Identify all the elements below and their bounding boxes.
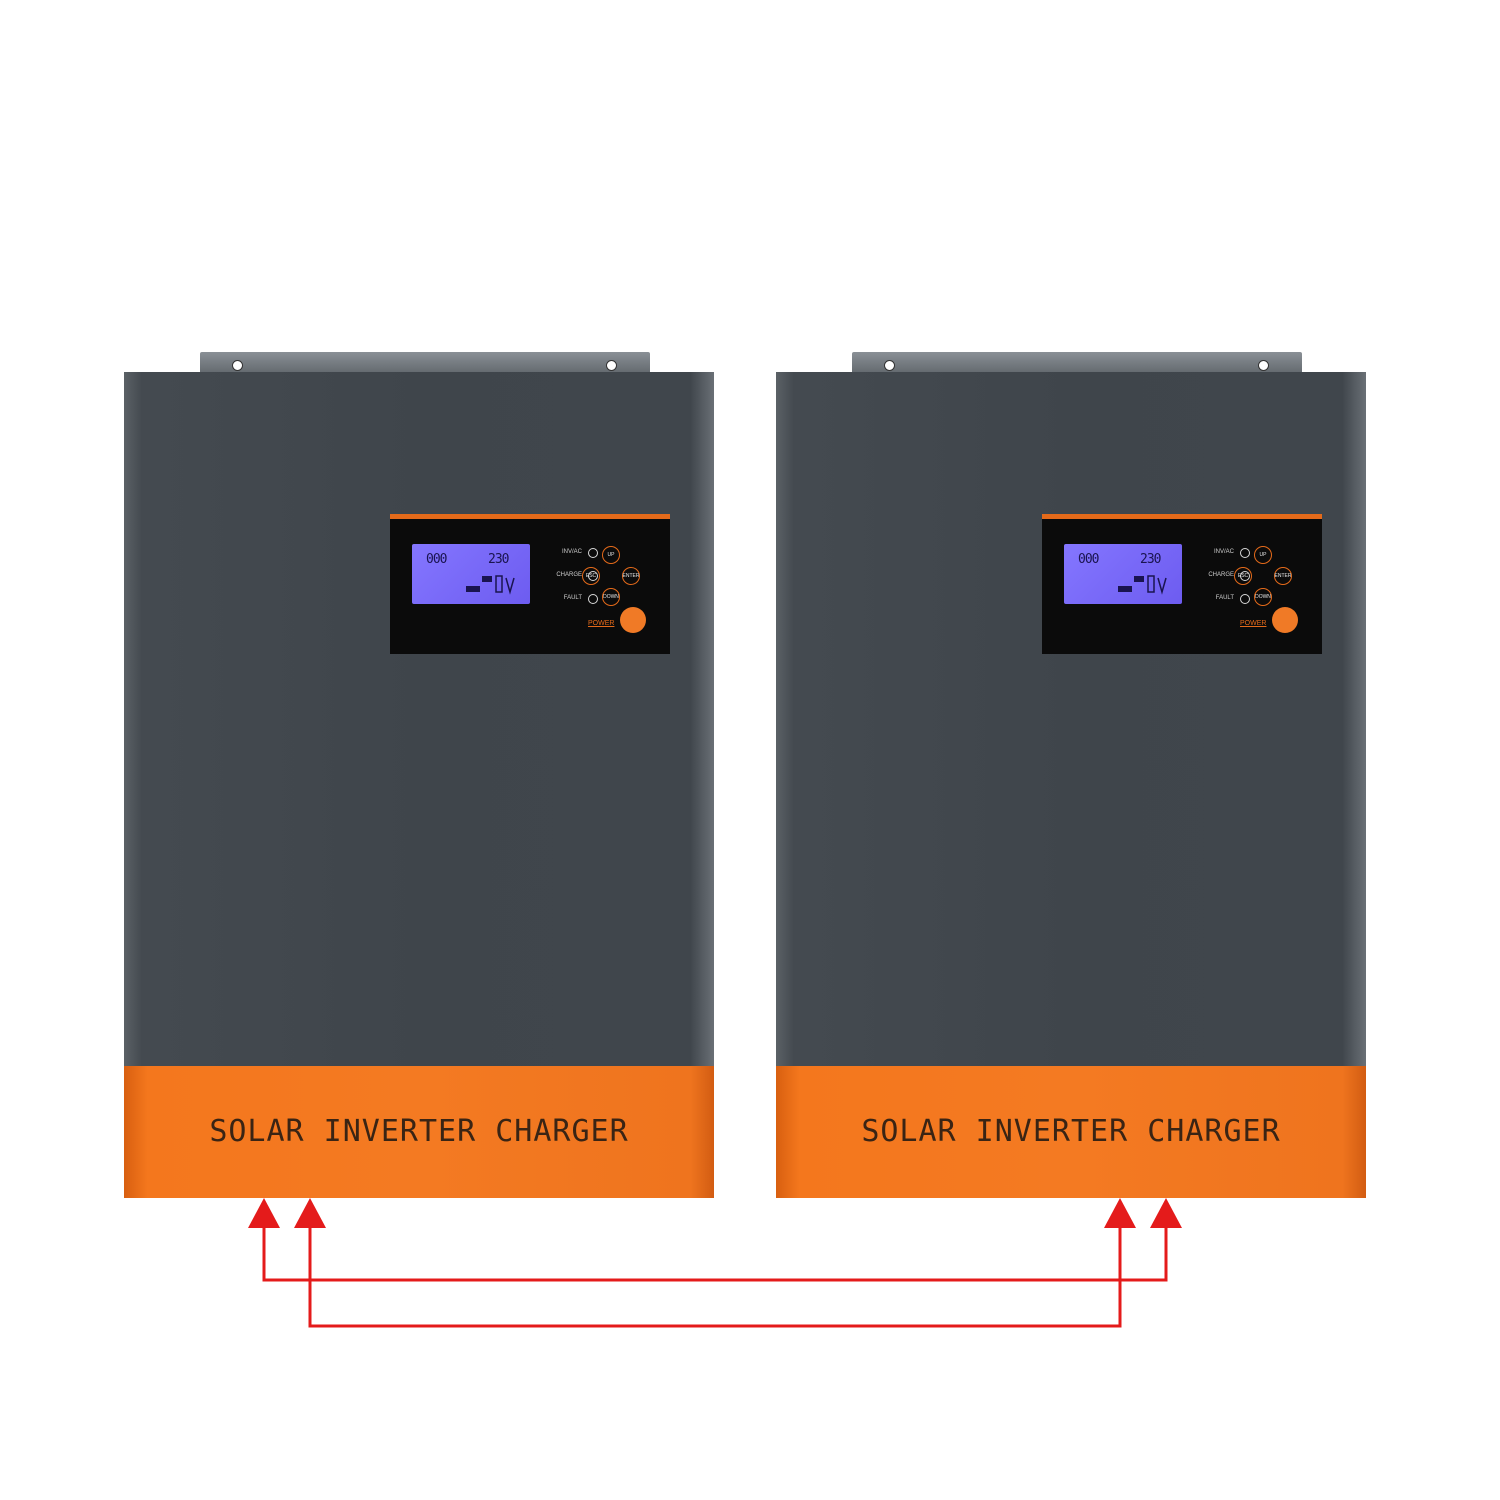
- fault-led-icon: [588, 594, 598, 604]
- lcd-output-value: 230: [488, 552, 510, 567]
- power-label: POWER: [1240, 620, 1267, 627]
- inverter-unit-left: 000 230 INV/AC CHARGE FAULT UP ESC ENTER…: [124, 352, 714, 1198]
- lcd-input-value: 000: [1078, 552, 1100, 567]
- led-label-inv-ac: INV/AC: [561, 549, 582, 555]
- mounting-hole: [232, 360, 243, 371]
- mounting-hole: [1258, 360, 1269, 371]
- fault-led-icon: [1240, 594, 1250, 604]
- mounting-hole: [884, 360, 895, 371]
- inv-ac-led-icon: [588, 548, 598, 558]
- product-label: SOLAR INVERTER CHARGER: [209, 1114, 629, 1149]
- power-button[interactable]: [1272, 607, 1298, 633]
- led-label-charge: CHARGE: [1208, 572, 1234, 578]
- down-button[interactable]: DOWN: [602, 588, 620, 606]
- power-label: POWER: [588, 620, 615, 627]
- arrow-up-icon: [1150, 1198, 1182, 1228]
- arrow-up-icon: [294, 1198, 326, 1228]
- led-label-fault: FAULT: [1215, 595, 1234, 601]
- arrow-up-icon: [1104, 1198, 1136, 1228]
- inverter-body: 000 230 INV/AC CHARGE FAULT UP ESC ENTER…: [124, 372, 714, 1068]
- led-label-fault: FAULT: [563, 595, 582, 601]
- led-label-charge: CHARGE: [556, 572, 582, 578]
- lcd-status-icons: [466, 575, 515, 595]
- inverter-body: 000 230 INV/AC CHARGE FAULT UP ESC ENTER…: [776, 372, 1366, 1068]
- connection-line-inner: [308, 1222, 1122, 1328]
- lcd-screen: 000 230: [1064, 544, 1182, 604]
- orange-base-panel: SOLAR INVERTER CHARGER: [776, 1066, 1366, 1198]
- lcd-screen: 000 230: [412, 544, 530, 604]
- lcd-input-value: 000: [426, 552, 448, 567]
- arrow-up-icon: [248, 1198, 280, 1228]
- esc-button[interactable]: ESC: [1234, 567, 1252, 585]
- down-button[interactable]: DOWN: [1254, 588, 1272, 606]
- mounting-hole: [606, 360, 617, 371]
- led-label-inv-ac: INV/AC: [1213, 549, 1234, 555]
- connection-line-outer: [262, 1222, 1168, 1282]
- up-button[interactable]: UP: [602, 546, 620, 564]
- control-panel: 000 230 INV/AC CHARGE FAULT UP ESC ENTER…: [390, 514, 670, 654]
- power-button[interactable]: [620, 607, 646, 633]
- inverter-unit-right: 000 230 INV/AC CHARGE FAULT UP ESC ENTER…: [776, 352, 1366, 1198]
- enter-button[interactable]: ENTER: [1274, 567, 1292, 585]
- control-panel: 000 230 INV/AC CHARGE FAULT UP ESC ENTER…: [1042, 514, 1322, 654]
- lcd-status-icons: [1118, 575, 1167, 595]
- inv-ac-led-icon: [1240, 548, 1250, 558]
- product-label: SOLAR INVERTER CHARGER: [861, 1114, 1281, 1149]
- lcd-output-value: 230: [1140, 552, 1162, 567]
- orange-base-panel: SOLAR INVERTER CHARGER: [124, 1066, 714, 1198]
- up-button[interactable]: UP: [1254, 546, 1272, 564]
- esc-button[interactable]: ESC: [582, 567, 600, 585]
- enter-button[interactable]: ENTER: [622, 567, 640, 585]
